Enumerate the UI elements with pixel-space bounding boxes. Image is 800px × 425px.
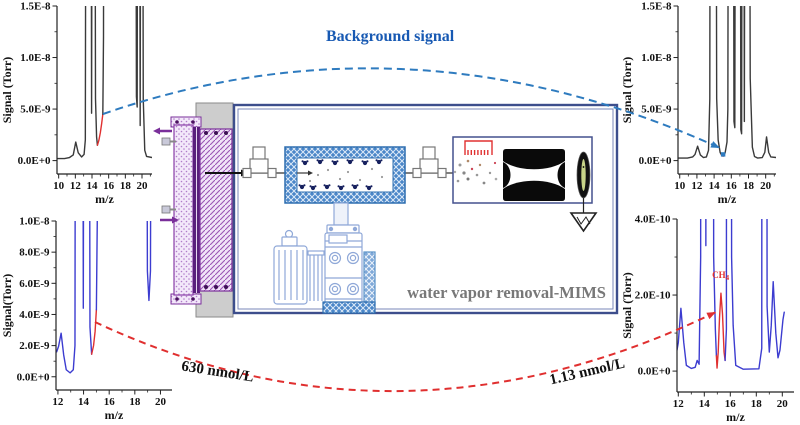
y-tick-label: 0.0E+0 <box>639 155 672 167</box>
series-low-conc-spectrum-2 <box>724 219 785 370</box>
main-vacuum-pump <box>324 224 363 305</box>
x-tick-label: 18 <box>743 180 755 192</box>
series-high-conc-spectrum-2 <box>95 221 152 311</box>
x-tick-label: 20 <box>760 180 772 192</box>
x-tick-label: 20 <box>137 180 149 192</box>
ion-beam <box>453 159 498 185</box>
water-vapor-trap <box>284 146 406 204</box>
peak-annotation: CH4 <box>712 270 730 282</box>
y-tick-label: 2.0E-10 <box>635 290 671 302</box>
y-tick-label: 5.0E-9 <box>641 104 672 116</box>
background-signal-label: Background signal <box>326 28 455 45</box>
x-axis-title: m/z <box>105 408 124 422</box>
mass-spectrometer-chamber <box>452 136 593 204</box>
y-tick-label: 1.0E-8 <box>641 52 672 64</box>
y-tick-label: 5.0E-9 <box>20 104 51 116</box>
x-tick-label: 14 <box>78 396 90 408</box>
high-concentration-label: 630 nmol/L <box>180 358 255 386</box>
x-axis-title: m/z <box>95 192 114 206</box>
top_left-spectrum-svg: 0.0E+0 5.0E-9 1.0E-8 1.5E-8 10 12 14 16 18 20 m/z S… <box>0 1 152 206</box>
y-tick-label: 0.0E+0 <box>18 155 51 167</box>
trapped-water-molecules <box>298 159 384 191</box>
vacuum-pump-assembly <box>273 202 376 314</box>
y-axis-title: Signal (Torr) <box>0 57 14 124</box>
chart-sample-high-conc: 0.0E+0 2.0E-9 4.0E-9 6.0E-9 8.0E-9 1.0E-8 12 14… <box>0 213 180 425</box>
isolation-valve <box>412 146 447 179</box>
x-tick-label: 16 <box>725 398 737 410</box>
x-tick-label: 10 <box>674 180 686 192</box>
y-axis-title: Signal(Torr) <box>0 274 14 338</box>
low-concentration-label: 1.13 nmol/L <box>548 355 627 389</box>
series-background-spectrum <box>57 6 99 160</box>
amplifier-icon <box>569 198 598 233</box>
x-tick-label: 14 <box>709 180 721 192</box>
backing-pump <box>273 229 325 305</box>
x-tick-label: 16 <box>104 396 116 408</box>
y-tick-label: 2.0E-9 <box>19 340 50 352</box>
y-tick-label: 1.0E-8 <box>20 52 51 64</box>
y-tick-label: 8.0E-9 <box>19 247 50 259</box>
x-tick-label: 18 <box>129 396 141 408</box>
membrane-inlet-module <box>170 116 233 305</box>
series-ch4-peak <box>715 292 726 369</box>
y-tick-label: 1.5E-8 <box>641 1 672 13</box>
x-tick-label: 16 <box>726 180 738 192</box>
x-tick-label: 12 <box>52 396 64 408</box>
series-low-conc-spectrum <box>677 219 718 370</box>
y-tick-label: 0.0E+0 <box>638 366 671 378</box>
series-dried-background-spectrum <box>678 6 776 159</box>
bottom_left-spectrum-svg: 0.0E+0 2.0E-9 4.0E-9 6.0E-9 8.0E-9 1.0E-8 12 14… <box>0 216 172 422</box>
arrow-endpoint-marker <box>720 152 726 157</box>
x-tick-label: 18 <box>751 398 763 410</box>
flow-in-arrow-icon <box>172 216 179 224</box>
diagram-title: water vapor removal-MIMS <box>407 283 606 302</box>
flow-out-arrow-icon <box>153 127 160 135</box>
x-tick-label: 16 <box>103 180 115 192</box>
x-axis-title: m/z <box>718 192 737 206</box>
series-ch4-window <box>90 309 98 355</box>
x-tick-label: 12 <box>691 180 703 192</box>
y-tick-label: 1.5E-8 <box>20 1 51 13</box>
quadrupole-mass-filter-icon <box>503 149 565 201</box>
x-tick-label: 20 <box>155 396 167 408</box>
x-tick-label: 20 <box>777 398 789 410</box>
detector-icon <box>576 151 591 199</box>
x-tick-label: 12 <box>70 180 82 192</box>
x-tick-label: 14 <box>87 180 99 192</box>
series-high-conc-spectrum <box>56 221 93 374</box>
y-tick-label: 6.0E-9 <box>19 278 50 290</box>
series-background-spectrum-2 <box>102 6 152 159</box>
y-tick-label: 0.0E+0 <box>17 371 50 383</box>
series-ch4-window <box>96 113 104 146</box>
x-tick-label: 14 <box>699 398 711 410</box>
mims-apparatus-diagram: water vapor removal-MIMS <box>153 102 619 318</box>
x-axis-title: m/z <box>726 410 745 424</box>
y-tick-label: 4.0E-10 <box>635 214 671 226</box>
chart-background-wet: 0.0E+0 5.0E-9 1.0E-8 1.5E-8 10 12 14 16 18 20 m/z S… <box>0 0 165 217</box>
x-tick-label: 10 <box>53 180 65 192</box>
x-tick-label: 18 <box>120 180 132 192</box>
y-tick-label: 4.0E-9 <box>19 309 50 321</box>
y-tick-label: 1.0E-8 <box>19 216 50 228</box>
x-tick-label: 12 <box>673 398 685 410</box>
